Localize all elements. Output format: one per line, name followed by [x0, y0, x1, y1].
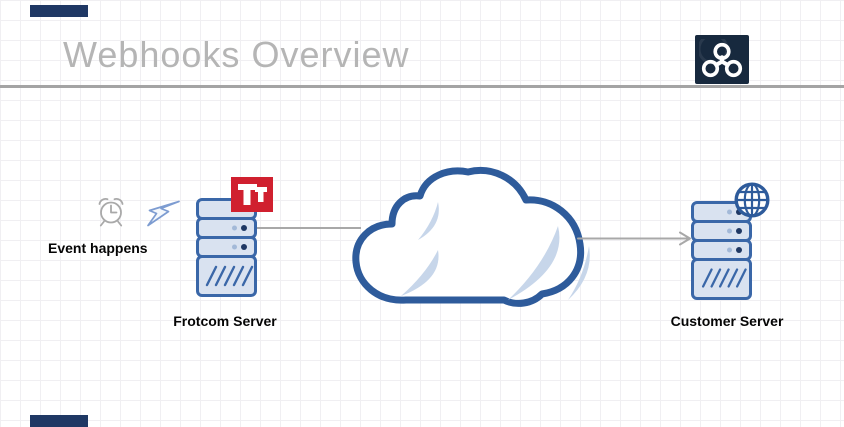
customer-server-label: Customer Server [670, 313, 784, 329]
server-base [691, 258, 752, 300]
led-dot [736, 209, 742, 215]
cloud-icon [352, 167, 590, 307]
cloud-shine [401, 250, 439, 296]
page-title: Webhooks Overview [63, 34, 410, 75]
server-base [196, 255, 257, 297]
led-dot [232, 225, 237, 231]
frotcom-logo-icon [231, 177, 273, 212]
cloud-shine [568, 246, 590, 300]
led-dot [241, 244, 247, 250]
vents-icon [701, 268, 747, 288]
webhook-glyph [699, 38, 743, 77]
alarm-clock-icon [98, 198, 124, 227]
cloud-shine [418, 202, 439, 240]
event-label: Event happens [48, 240, 148, 256]
globe-icon [734, 182, 770, 218]
frotcom-server-label: Frotcom Server [173, 313, 277, 329]
customer-server [691, 201, 752, 300]
led-dot [736, 247, 742, 253]
led-dot [736, 228, 742, 234]
corner-accent-bottom [30, 415, 88, 427]
connector-cloud-to-customer [577, 231, 691, 246]
lightning-icon [147, 200, 180, 227]
vents-icon [205, 265, 254, 287]
corner-accent-top [30, 5, 88, 17]
led-dot [232, 244, 237, 250]
cloud-shine [508, 226, 560, 300]
led-dot [727, 209, 732, 215]
header-divider [0, 85, 844, 88]
led-dot [727, 247, 732, 253]
led-dot [727, 228, 732, 234]
webhook-logo-icon [695, 35, 749, 84]
led-dot [241, 225, 247, 231]
connector-server-to-cloud [257, 227, 361, 229]
frotcom-server [196, 198, 257, 297]
